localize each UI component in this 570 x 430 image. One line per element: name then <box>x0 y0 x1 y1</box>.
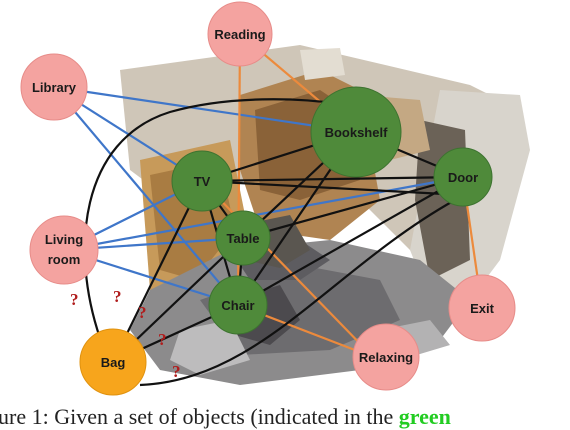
concept-nodes: Reading Library Living room Exit Relaxin… <box>20 1 516 391</box>
node-reading: Reading <box>207 1 273 67</box>
node-exit-label: Exit <box>470 301 495 316</box>
edge-bag-door <box>139 199 456 387</box>
object-nodes: Bookshelf TV Door Table Chair <box>171 86 493 335</box>
node-exit: Exit <box>448 274 516 342</box>
question-mark-4: ? <box>158 330 167 349</box>
edge-tv-door-2 <box>201 179 464 197</box>
edge-library-chair <box>53 86 239 306</box>
node-door: Door <box>433 147 493 207</box>
question-mark-1: ? <box>70 290 79 309</box>
node-library-label: Library <box>32 80 77 95</box>
edge-tv-door <box>201 175 464 183</box>
node-tv: TV <box>171 150 233 212</box>
node-living-room-label-2: room <box>48 252 81 267</box>
edge-relaxing-tv <box>201 180 374 358</box>
question-mark-2: ? <box>113 287 122 306</box>
node-chair-label: Chair <box>221 298 254 313</box>
question-mark-5: ? <box>172 362 181 381</box>
caption-text: ure 1: Given a set of objects (indicated… <box>0 404 399 429</box>
question-mark-3: ? <box>138 303 147 322</box>
node-bag-label: Bag <box>101 355 126 370</box>
node-library: Library <box>20 53 88 121</box>
uncertain-edge-markers: ? ? ? ? ? <box>70 287 181 381</box>
node-reading-label: Reading <box>214 27 265 42</box>
node-relaxing: Relaxing <box>352 323 420 391</box>
edge-library-bookshelf <box>53 85 357 134</box>
node-living-room: Living room <box>29 215 99 285</box>
edge-chair-door <box>237 176 464 306</box>
node-table: Table <box>215 210 271 266</box>
node-relaxing-label: Relaxing <box>359 350 413 365</box>
edge-table-door <box>242 175 464 240</box>
node-chair: Chair <box>208 275 268 335</box>
node-door-label: Door <box>448 170 478 185</box>
node-table-label: Table <box>227 231 260 246</box>
node-bookshelf-label: Bookshelf <box>325 125 389 140</box>
node-living-room-label-1: Living <box>45 232 83 247</box>
caption-highlight: green <box>398 404 451 429</box>
edge-bag-tv <box>112 180 203 363</box>
node-bag: Bag <box>79 328 147 396</box>
node-tv-label: TV <box>194 174 211 189</box>
node-bookshelf: Bookshelf <box>310 86 402 178</box>
figure-caption: ure 1: Given a set of objects (indicated… <box>0 404 570 430</box>
edge-living-door <box>63 175 464 252</box>
